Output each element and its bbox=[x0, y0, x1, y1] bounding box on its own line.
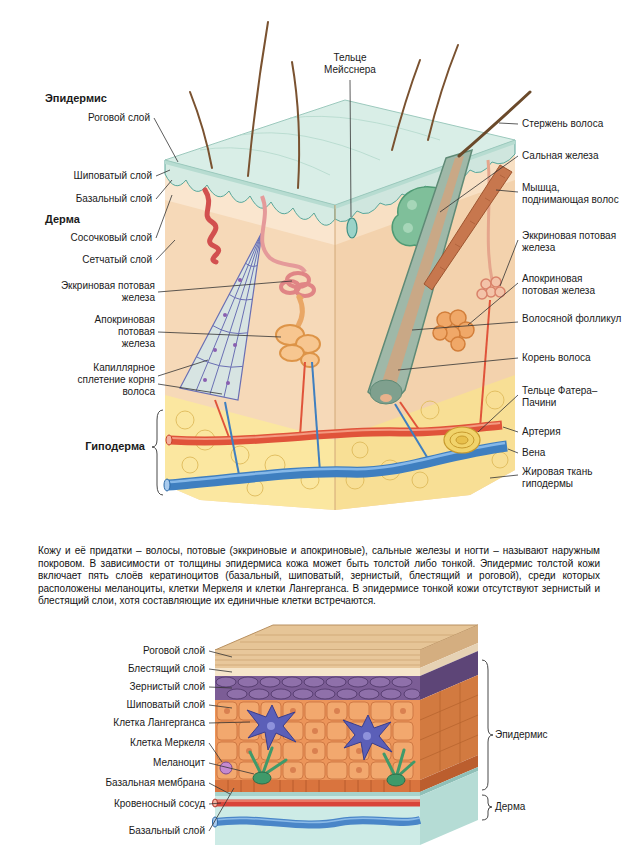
part-label: Сальная железа bbox=[522, 150, 627, 162]
part-label: Эккриновая потовая железа bbox=[522, 230, 622, 254]
part-label: Сосочковый слой bbox=[40, 232, 152, 244]
part-label: Сетчатый слой bbox=[40, 254, 152, 266]
layer-label: Блестящий слой bbox=[60, 663, 205, 675]
part-label: Базальный слой bbox=[40, 193, 152, 205]
part-label: Артерия bbox=[522, 426, 627, 438]
part-label: Корень волоса bbox=[522, 352, 627, 364]
part-label: Тельце Фатера–Пачини bbox=[522, 385, 627, 409]
part-label: Апокриновая потовая железа bbox=[85, 314, 155, 350]
part-label: Эккриновая потовая железа bbox=[50, 280, 155, 304]
part-label: Гиподерма bbox=[65, 440, 145, 452]
part-label: Жировая ткань гиподермы bbox=[522, 466, 627, 490]
layer-label: Кровеносный сосуд bbox=[60, 798, 205, 810]
part-label: Апокриновая потовая железа bbox=[522, 273, 622, 297]
layer-label: Эпидермис bbox=[495, 729, 595, 741]
part-label: Дерма bbox=[45, 213, 125, 225]
part-label: Тельце Мейсснера bbox=[315, 52, 385, 76]
layer-label: Меланоцит bbox=[60, 757, 205, 769]
part-label: Роговой слой bbox=[50, 112, 150, 124]
caption: Кожу и её придатки – волосы, потовые (эк… bbox=[38, 545, 600, 608]
part-label: Стержень волоса bbox=[522, 118, 627, 130]
layer-label: Клетка Меркеля bbox=[60, 737, 205, 749]
part-label: Капиллярное сплетение корня волоса bbox=[50, 362, 155, 398]
part-label: Шиповатый слой bbox=[40, 170, 152, 182]
layer-label: Зернистый слой bbox=[60, 681, 205, 693]
part-label: Мышца, поднимающая волос bbox=[522, 182, 622, 206]
part-label: Эпидермис bbox=[45, 92, 145, 104]
part-label: Волосяной фолликул bbox=[522, 313, 622, 325]
layer-label: Роговой слой bbox=[60, 645, 205, 657]
layer-label: Шиповатый слой bbox=[60, 699, 205, 711]
layer-label: Дерма bbox=[495, 801, 595, 813]
layer-label: Базальный слой bbox=[60, 825, 205, 837]
layer-label: Клетка Лангерганса bbox=[60, 717, 205, 729]
part-label: Вена bbox=[522, 447, 627, 459]
layer-label: Базальная мембрана bbox=[60, 777, 205, 789]
